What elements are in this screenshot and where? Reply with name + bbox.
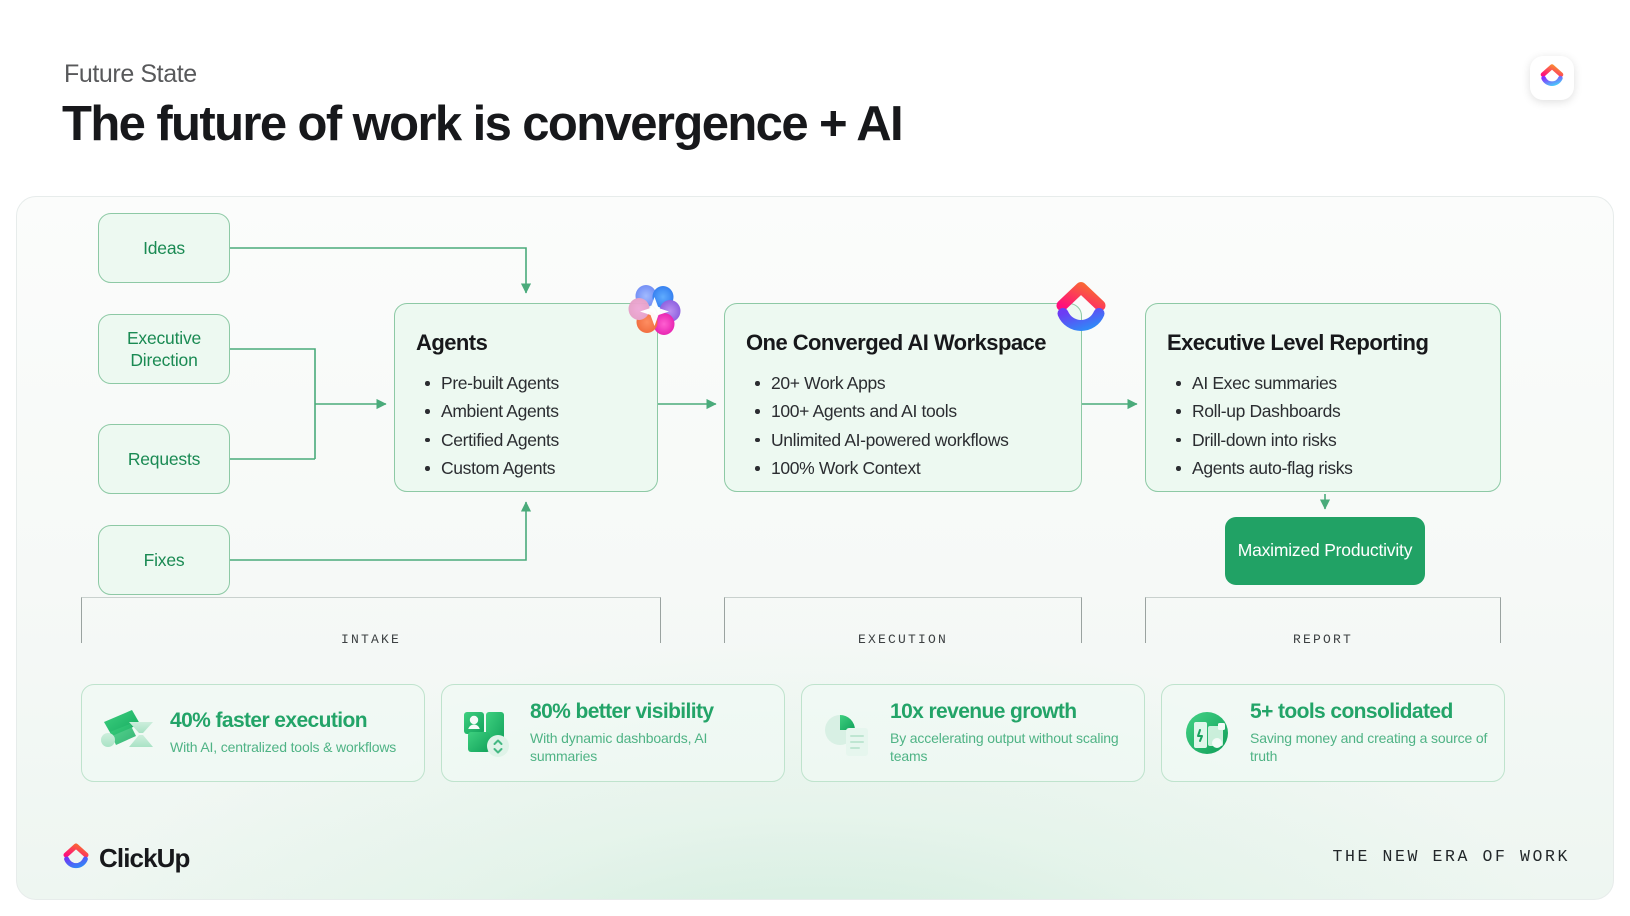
intake-pill-requests[interactable]: Requests [98,424,230,494]
stat-text: 80% better visibility With dynamic dashb… [530,700,768,766]
stat-text: 10x revenue growth By accelerating outpu… [890,700,1128,766]
stat-text: 5+ tools consolidated Saving money and c… [1250,700,1488,766]
stat-title: 5+ tools consolidated [1250,699,1453,723]
card-bullet: Unlimited AI-powered workflows [746,426,1057,454]
intake-pill-label: Ideas [143,237,185,258]
page-title: The future of work is convergence + AI [62,97,904,151]
intake-pill-label: Requests [127,448,201,469]
stat-title: 40% faster execution [170,709,368,733]
card-bullet: Custom Agents [416,454,633,482]
intake-pill-executive-direction[interactable]: Executive Direction [98,314,230,384]
card-bullet: 100% Work Context [746,454,1057,482]
card-bullet: Roll-up Dashboards [1167,397,1476,425]
card-executive-level-reporting[interactable]: Executive Level Reporting AI Exec summar… [1145,303,1501,492]
tools-consolidated-icon [1176,702,1242,764]
card-bullet: AI Exec summaries [1167,369,1476,397]
outcome-maximized-productivity[interactable]: Maximized Productivity [1225,517,1425,585]
footer-wordmark: ClickUp [99,843,190,873]
card-bullet: 100+ Agents and AI tools [746,397,1057,425]
phase-bracket [81,597,661,643]
card-bullet-list: Pre-built Agents Ambient Agents Certifie… [416,369,633,482]
footer-logo: ClickUp [62,843,190,874]
stat-card-tools-consolidated[interactable]: 5+ tools consolidated Saving money and c… [1161,684,1505,782]
card-bullet: Certified Agents [416,426,633,454]
card-bullet-list: AI Exec summaries Roll-up Dashboards Dri… [1167,369,1476,482]
ai-flower-icon [626,281,682,337]
stat-card-revenue-growth[interactable]: 10x revenue growth By accelerating outpu… [801,684,1145,782]
phase-execution: EXECUTION [724,597,1082,647]
hourglass-speed-icon [96,702,162,764]
stat-subtitle: Saving money and creating a source of tr… [1250,729,1488,765]
pie-chart-doc-icon [816,702,882,764]
outcome-label: Maximized Productivity [1237,540,1413,561]
card-title: Agents [416,330,488,355]
phase-label: EXECUTION [857,632,948,647]
intake-pill-label: Executive Direction [126,327,202,370]
card-title: One Converged AI Workspace [746,330,1046,355]
card-bullet-list: 20+ Work Apps 100+ Agents and AI tools U… [746,369,1057,482]
clickup-logo-icon [62,843,90,874]
stat-subtitle: By accelerating output without scaling t… [890,729,1119,765]
card-bullet: Agents auto-flag risks [1167,454,1476,482]
card-bullet: 20+ Work Apps [746,369,1057,397]
footer-tagline: THE NEW ERA OF WORK [1332,847,1570,866]
card-bullet: Pre-built Agents [416,369,633,397]
stat-subtitle: With dynamic dashboards, AI summaries [530,729,708,765]
clickup-mark-icon [1050,277,1112,339]
stat-card-better-visibility[interactable]: 80% better visibility With dynamic dashb… [441,684,785,782]
phase-label: INTAKE [340,632,401,647]
card-bullet: Ambient Agents [416,397,633,425]
phase-report: REPORT [1145,597,1501,647]
phase-label: REPORT [1292,632,1353,647]
intake-pill-label: Fixes [143,549,185,570]
card-agents[interactable]: Agents Pre-built Agents Ambient Agents C… [394,303,658,492]
phase-bracket [724,597,1082,643]
stat-title: 10x revenue growth [890,699,1077,723]
intake-pill-ideas[interactable]: Ideas [98,213,230,283]
stat-subtitle: With AI, centralized tools & workflows [170,739,397,755]
diagram-panel: Ideas Executive Direction Requests Fixes… [16,196,1614,900]
card-one-converged-ai-workspace[interactable]: One Converged AI Workspace 20+ Work Apps… [724,303,1082,492]
phase-intake: INTAKE [81,597,661,647]
clickup-logo-icon [1539,63,1565,94]
intake-pill-fixes[interactable]: Fixes [98,525,230,595]
stat-text: 40% faster execution With AI, centralize… [170,709,396,757]
dashboard-person-icon [456,702,522,764]
stat-title: 80% better visibility [530,699,714,723]
card-title: Executive Level Reporting [1167,330,1429,355]
phase-bracket [1145,597,1501,643]
eyebrow-label: Future State [64,60,197,88]
card-bullet: Drill-down into risks [1167,426,1476,454]
stat-card-faster-execution[interactable]: 40% faster execution With AI, centralize… [81,684,425,782]
brand-badge [1530,56,1574,100]
